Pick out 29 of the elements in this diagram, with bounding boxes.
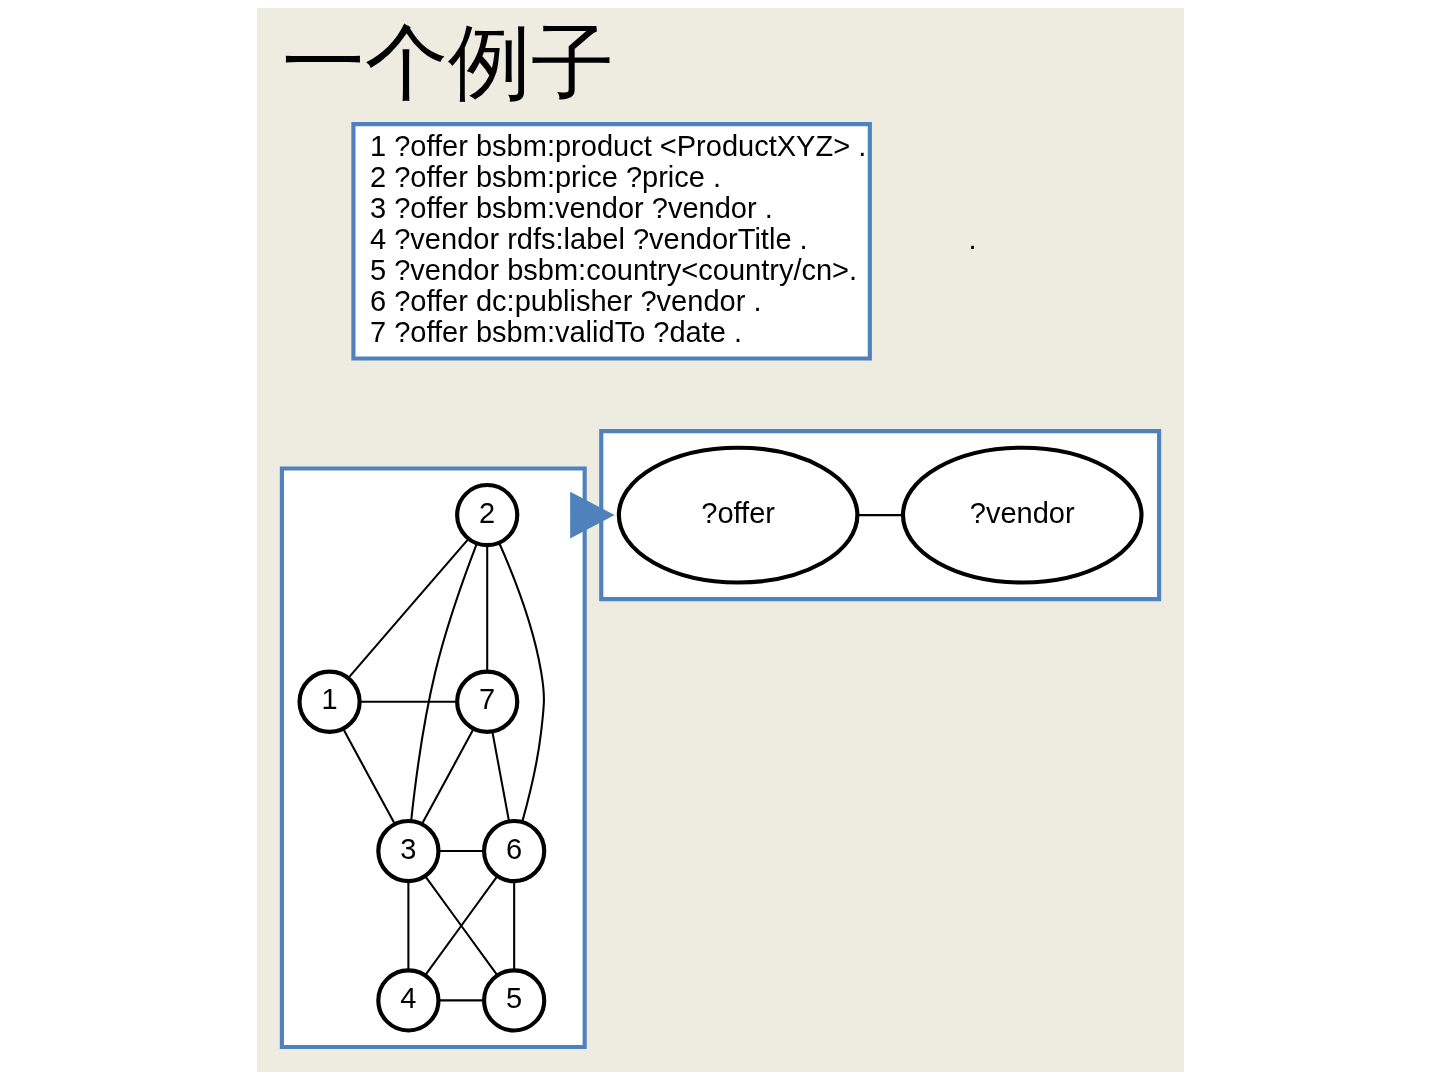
diagram-title: 一个例子 xyxy=(281,16,614,110)
connector xyxy=(438,850,484,853)
connector xyxy=(485,545,488,672)
node-circle: 7 xyxy=(454,669,519,734)
node-ellipse: ?vendor xyxy=(900,445,1144,585)
connector xyxy=(512,881,515,970)
node-circle: 3 xyxy=(375,818,441,884)
node-circle: 2 xyxy=(454,482,519,548)
cluster xyxy=(279,466,587,1050)
node-circle: 6 xyxy=(481,818,546,884)
node-ellipse: ?offer xyxy=(616,445,859,585)
node-circle: 1 xyxy=(296,669,362,734)
node-circle: 4 xyxy=(375,968,441,1033)
connector xyxy=(497,542,545,822)
arrow xyxy=(569,491,615,539)
connector xyxy=(420,728,474,825)
node-circle: 5 xyxy=(481,968,546,1033)
node-box: 1 ?offer bsbm:product <ProductXYZ> . 2 ?offer bsbm:price ?price . 3 ?offer bsbm:vendor ?vendor . 4 ?vendor rdfs:label ?vendorTitle . 5 ?vendor bsbm:country<country/cn>. 6 ?offer dc:publisher ?vendor . 7 ?offer bsbm:validTo ?date . xyxy=(350,122,872,361)
connector xyxy=(490,731,510,822)
connector xyxy=(856,514,902,517)
label: . xyxy=(967,223,976,256)
cluster xyxy=(598,429,1161,602)
connector xyxy=(346,538,469,679)
connector xyxy=(424,875,498,976)
connector xyxy=(409,543,478,822)
connector xyxy=(341,728,396,825)
connector xyxy=(438,999,484,1002)
connector xyxy=(406,881,409,970)
connector xyxy=(359,700,456,703)
